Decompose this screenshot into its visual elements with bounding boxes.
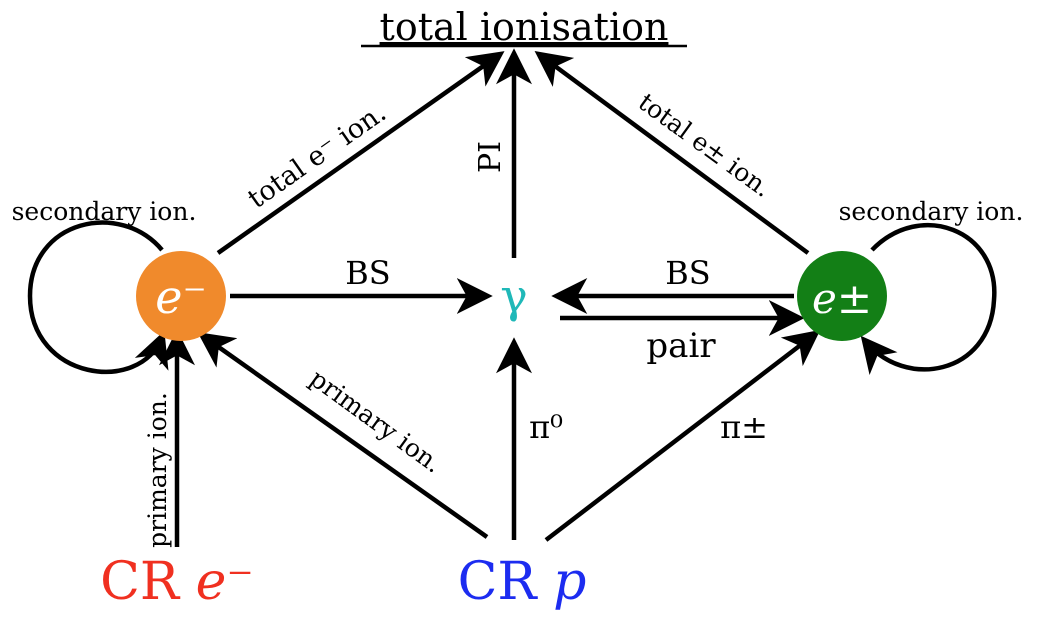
loop-positron-secondary — [860, 223, 997, 376]
arrow-electron-to-total — [216, 51, 505, 255]
label-pipm: π± — [720, 408, 768, 446]
positron-label: e± — [812, 274, 872, 323]
label-secondary-ion-left: secondary ion. — [12, 197, 197, 226]
label-secondary-ion-right: secondary ion. — [839, 197, 1024, 226]
label-bs-left: BS — [345, 254, 390, 292]
positron-node — [797, 251, 887, 341]
gamma-node: γ — [500, 269, 528, 323]
label-total-epm-ion: total e± ion. — [633, 87, 777, 203]
label-pi: PI — [473, 141, 508, 173]
total-ionisation-node: total ionisation — [380, 5, 669, 49]
electron-node — [136, 251, 226, 341]
cr-electron-node: CR e⁻ — [100, 552, 254, 612]
arrow-crp-to-positron — [544, 329, 821, 542]
cr-proton-node: CR p — [458, 552, 587, 612]
label-primary-ion-vert: primary ion. — [143, 392, 172, 548]
electron-label: e⁻ — [155, 270, 207, 324]
cr-proton-prefix: CR — [458, 552, 553, 612]
cr-proton-symbol: p — [553, 552, 586, 612]
loop-electron-secondary — [27, 220, 169, 375]
label-pair: pair — [646, 326, 716, 366]
arrow-crp-to-electron — [197, 332, 489, 539]
label-pi0: π⁰ — [529, 408, 563, 446]
arrow-positron-to-total — [534, 50, 810, 255]
label-total-e-ion: total e⁻ ion. — [242, 97, 392, 215]
cr-electron-prefix: CR — [100, 552, 195, 612]
cr-electron-symbol: e⁻ — [196, 552, 254, 612]
label-bs-right: BS — [665, 254, 710, 292]
